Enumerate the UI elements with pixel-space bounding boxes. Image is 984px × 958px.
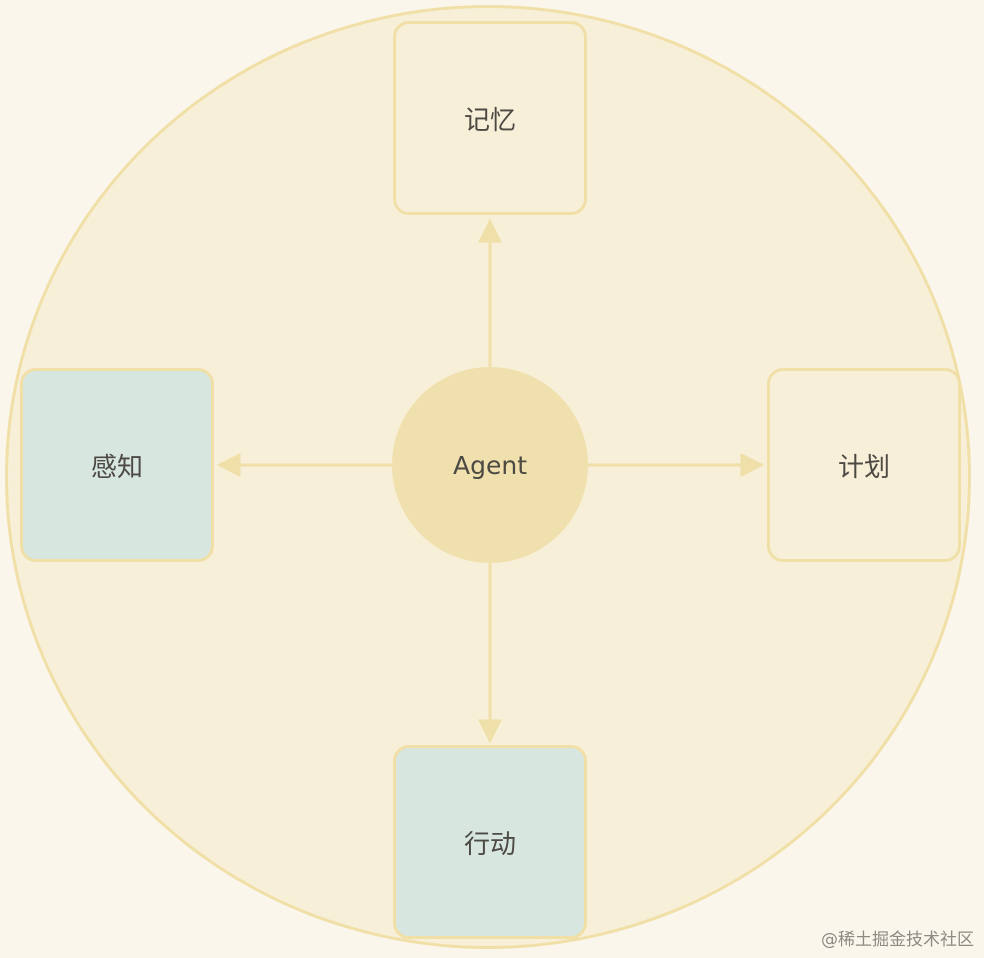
memory-label: 记忆: [463, 105, 516, 136]
agent-node: Agent: [392, 367, 588, 563]
planning-label: 计划: [837, 452, 890, 483]
memory-node: 记忆: [393, 21, 587, 215]
planning-node: 计划: [767, 368, 961, 562]
watermark: @稀土掘金技术社区: [821, 930, 974, 950]
perception-label: 感知: [90, 452, 143, 483]
perception-node: 感知: [20, 368, 214, 562]
action-node: 行动: [393, 745, 587, 939]
agent-label: Agent: [453, 450, 527, 480]
action-label: 行动: [463, 829, 516, 860]
